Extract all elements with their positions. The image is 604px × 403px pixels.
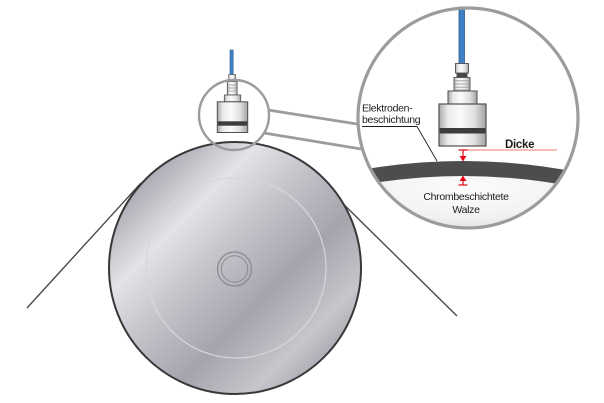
sensor-magnified-dark-band: [439, 128, 486, 134]
callout-wedge-line-bottom: [263, 131, 362, 151]
sensor-magnified-crimp: [455, 63, 469, 74]
callout-source-circle: [197, 78, 271, 152]
roller: [108, 141, 362, 395]
thickness-arrow-down-head: [459, 156, 467, 162]
thickness-label: Dicke: [505, 139, 534, 151]
thickness-arrow-up: [458, 175, 468, 186]
sensor-magnified: [438, 6, 487, 147]
chrome-roller-label-line1: Chrombeschichtete: [423, 191, 509, 203]
electrode-coating-label-line1: Elektroden-: [362, 103, 413, 115]
web-line-left: [26, 182, 142, 309]
sensor-small-body: [216, 101, 249, 134]
electrode-coating-leader-line: [416, 126, 438, 162]
thickness-arrow-up-head: [459, 175, 467, 181]
sensor-small-dark-band: [217, 121, 248, 126]
callout-wedge-line-top: [267, 108, 358, 126]
sensor-magnified-body: [438, 103, 487, 147]
sensor-magnified-crimp-mark: [456, 73, 468, 78]
roller-inner-ring: [145, 177, 327, 359]
coating-band: [359, 161, 577, 190]
roller-hub-inner: [220, 255, 249, 283]
sensor-magnified-flange: [447, 90, 478, 105]
sensor-small: [216, 49, 249, 134]
magnified-view-circle: [356, 6, 580, 230]
electrode-coating-label-line2: beschichtung: [362, 114, 421, 126]
thickness-arrow-down: [458, 149, 468, 162]
sensor-magnified-cable: [458, 6, 465, 65]
sensor-small-flange: [223, 94, 242, 103]
roller-hub-outer: [216, 251, 253, 287]
sensor-small-cable: [229, 49, 234, 77]
chrome-roller-label-line2: Walze: [452, 204, 480, 216]
